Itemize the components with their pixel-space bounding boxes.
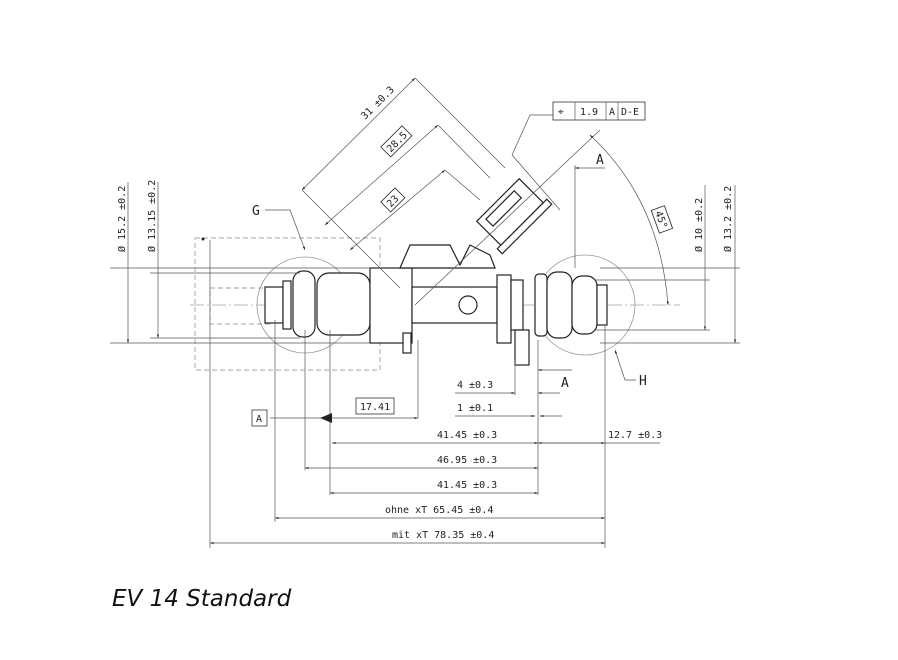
dim-ohne-xt: ohne xT 65.45 ±0.4 (385, 505, 493, 516)
dim-dia-13-2: Ø 13.2 ±0.2 (722, 186, 734, 252)
drawing-title: EV 14 Standard (112, 586, 292, 612)
position-tolerance-frame: ⌖ 1.9 A D-E (552, 101, 646, 121)
dim-dia-15-2: Ø 15.2 ±0.2 (116, 186, 128, 252)
dim-46-95: 46.95 ±0.3 (437, 455, 497, 466)
dim-28-5-box: 28.5 (380, 125, 413, 158)
injector-body (264, 177, 608, 366)
dim-dia-13-15: Ø 13.15 ±0.2 (146, 180, 158, 252)
phantom-tip (209, 287, 271, 325)
datum-a-box: A (256, 414, 262, 425)
dim-17-41: 17.41 (360, 402, 390, 413)
dim-4: 4 ±0.3 (457, 380, 493, 391)
horizontal-dimensions (210, 391, 660, 545)
dim-mit-xt: mit xT 78.35 ±0.4 (392, 530, 494, 541)
dim-41-45-a: 41.45 ±0.3 (437, 430, 497, 441)
dim-dia-10: Ø 10 ±0.2 (693, 198, 705, 252)
dim-1: 1 ±0.1 (457, 403, 493, 414)
detail-label-h: H (639, 374, 647, 389)
tolerance-value: 1.9 (580, 107, 598, 118)
angle-box: 45° (650, 205, 674, 234)
datum-a-side: A (561, 376, 569, 391)
dim-12-7: 12.7 ±0.3 (608, 430, 662, 441)
dim-41-45-b: 41.45 ±0.3 (437, 480, 497, 491)
dim-23-box: 23 (380, 187, 406, 213)
datum-a-top: A (596, 153, 604, 168)
tolerance-datum1: A (609, 107, 615, 118)
detail-label-g: G (252, 204, 260, 219)
position-symbol-icon: ⌖ (558, 107, 564, 118)
tolerance-datum2: D-E (621, 107, 639, 118)
dim-31: 31 ±0.3 (359, 85, 397, 123)
